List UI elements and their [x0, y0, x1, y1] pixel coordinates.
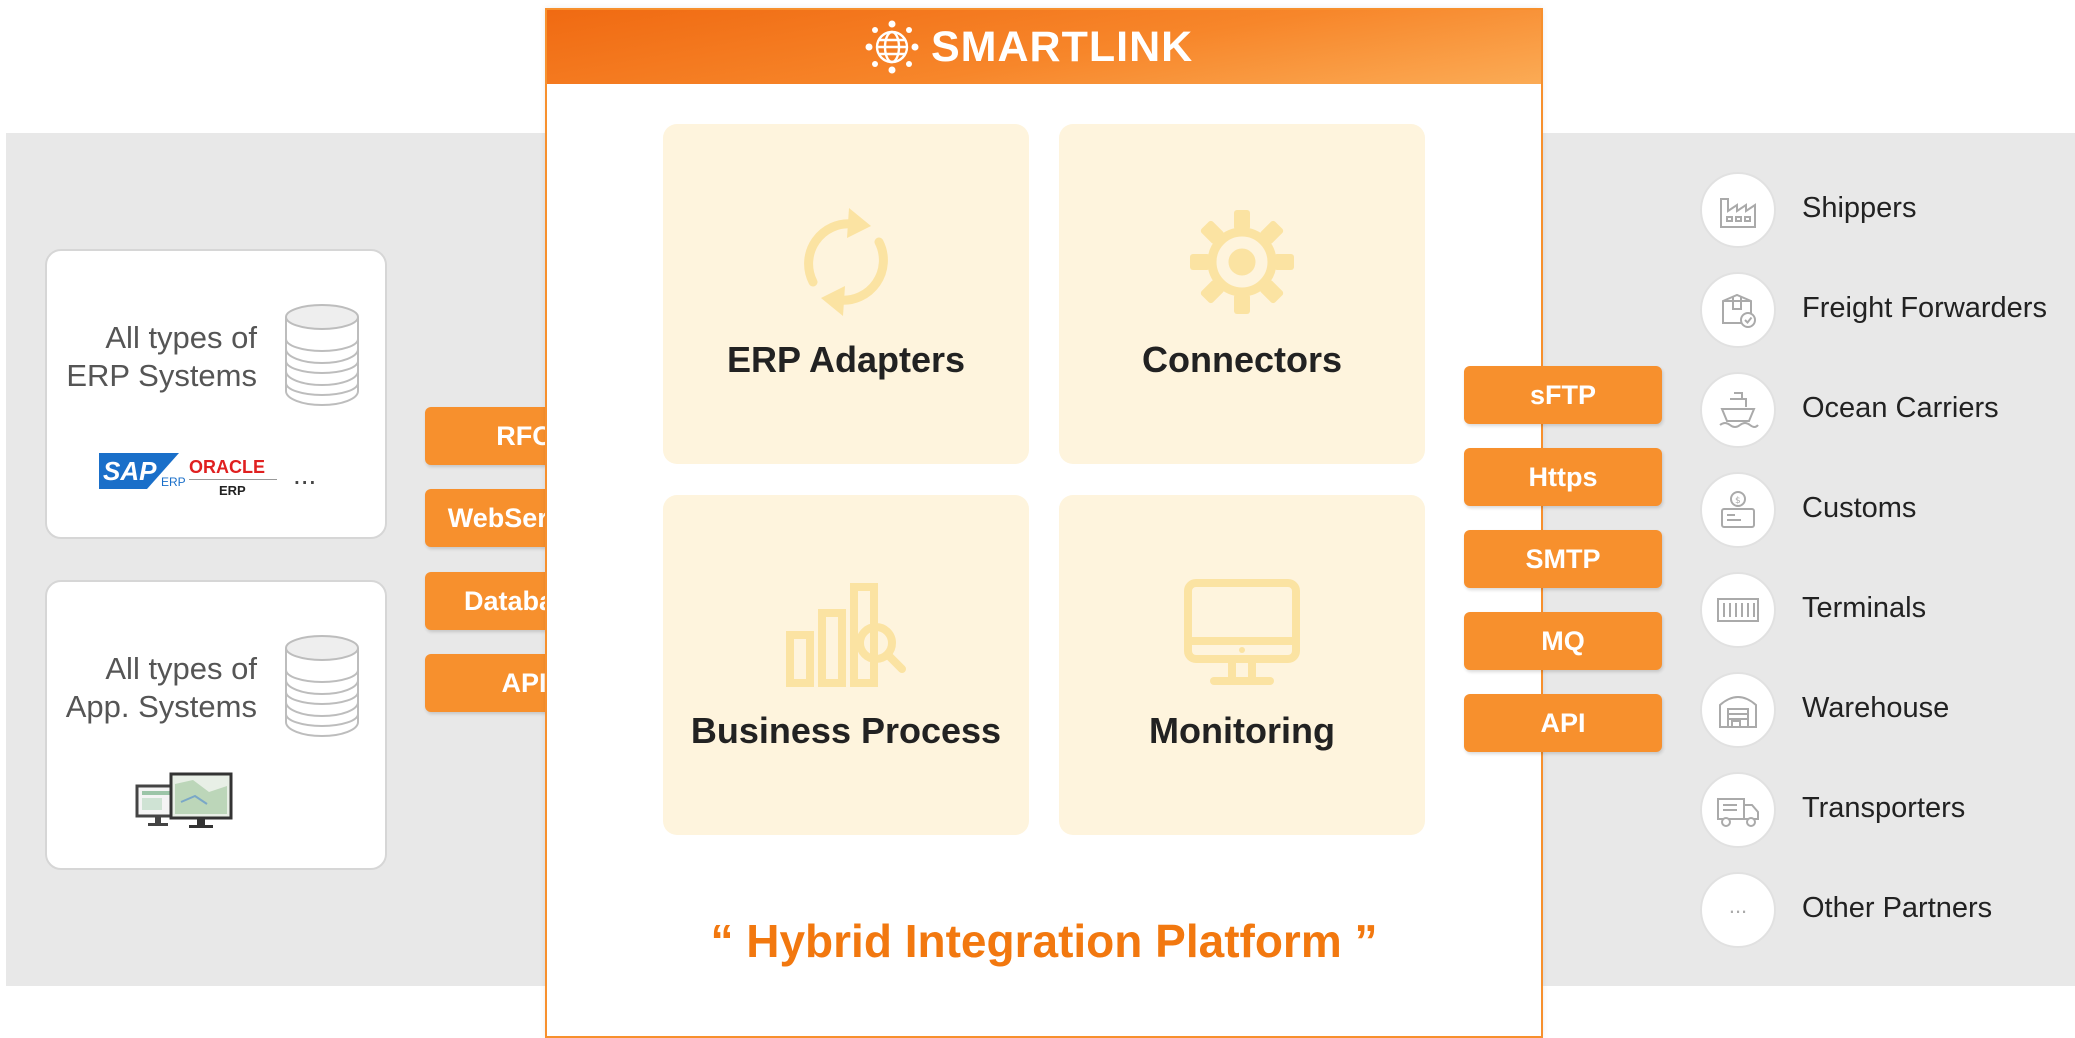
- app-systems-label: All types of App. Systems: [65, 651, 257, 724]
- protocol-api-right: API: [1464, 694, 1662, 752]
- smartlink-panel: SMARTLINK ERP Adapters: [545, 8, 1543, 1038]
- globe-network-icon: [865, 20, 919, 74]
- partner-label: Terminals: [1802, 592, 1927, 624]
- module-connectors: Connectors: [1059, 124, 1425, 464]
- oracle-rule: [189, 479, 277, 480]
- package-check-icon: [1722, 293, 1756, 328]
- monitor-icon: [1184, 579, 1300, 685]
- module-monitoring: Monitoring: [1059, 495, 1425, 835]
- protocol-mq: MQ: [1464, 612, 1662, 670]
- sap-logo: SAP: [99, 453, 179, 489]
- partner-label: Other Partners: [1802, 892, 1993, 924]
- more-icon: ...: [1728, 893, 1748, 918]
- partner-label: Warehouse: [1802, 692, 1950, 724]
- partner-label: Ocean Carriers: [1802, 392, 1999, 424]
- module-label: Business Process: [690, 710, 1002, 751]
- module-label: ERP Adapters: [726, 339, 966, 380]
- sync-icon: [804, 208, 888, 316]
- panel-header: SMARTLINK: [547, 10, 1541, 84]
- container-icon: [1717, 598, 1759, 622]
- oracle-erp-label: ERP: [219, 483, 246, 498]
- partner-label: Transporters: [1802, 792, 1966, 824]
- brand: SMARTLINK: [865, 20, 1193, 74]
- app-systems-card: All types of App. Systems: [45, 580, 387, 870]
- module-label: Connectors: [1141, 339, 1343, 380]
- customs-icon: $: [1721, 491, 1755, 528]
- partner-label: Shippers: [1802, 192, 1917, 224]
- more-logos-ellipsis: ...: [293, 459, 317, 490]
- tagline: “ Hybrid Integration Platform ”: [710, 915, 1378, 967]
- database-icon: [285, 304, 359, 406]
- gear-icon: [1190, 210, 1294, 314]
- protocol-sftp: sFTP: [1464, 366, 1662, 424]
- module-erp-adapters: ERP Adapters: [663, 124, 1029, 464]
- ship-icon: [1719, 392, 1759, 428]
- oracle-logo: ORACLE: [189, 457, 265, 477]
- factory-icon: [1720, 198, 1756, 228]
- erp-systems-label: All types of ERP Systems: [66, 320, 257, 393]
- protocol-smtp: SMTP: [1464, 530, 1662, 588]
- protocol-https: Https: [1464, 448, 1662, 506]
- bar-chart-search-icon: [786, 583, 906, 687]
- brand-name: SMARTLINK: [931, 22, 1194, 71]
- database-icon: [285, 635, 359, 737]
- svg-text:$: $: [1735, 496, 1741, 506]
- partner-label: Customs: [1802, 492, 1917, 524]
- partner-label: Freight Forwarders: [1802, 292, 2047, 324]
- module-label: Monitoring: [1149, 710, 1335, 751]
- svg-text:SAP: SAP: [103, 456, 157, 486]
- erp-systems-card: All types of ERP Systems SAP ERP ORACLE …: [45, 249, 387, 539]
- truck-icon: [1717, 798, 1759, 827]
- monitors-icon: [135, 772, 233, 828]
- sap-erp-label: ERP: [161, 475, 186, 489]
- module-business-process: Business Process: [663, 495, 1029, 835]
- warehouse-icon: [1719, 696, 1757, 728]
